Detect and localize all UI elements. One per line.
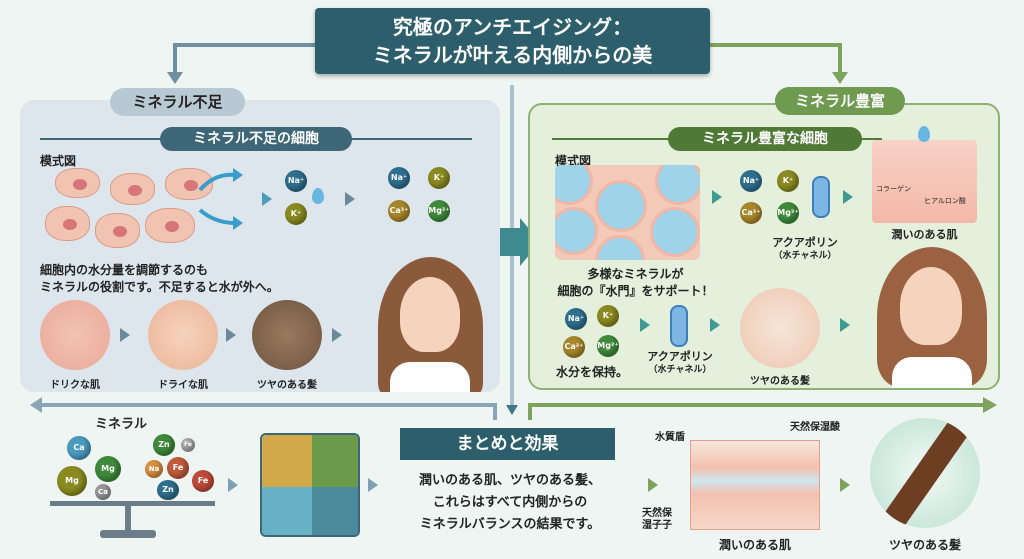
- ion-ca: Ca²⁺: [388, 200, 410, 222]
- rich-subtitle: ミネラル豊富な細胞: [668, 127, 862, 151]
- mineral-zn: Zn: [157, 480, 179, 500]
- aquaporin-icon: [670, 305, 688, 347]
- arrow-icon: [648, 478, 658, 492]
- mineral-label: ミネラル: [95, 417, 148, 432]
- skin-caption: 潤いのある肌: [891, 228, 958, 241]
- aquaporin-sublabel: （水チャネル）: [773, 251, 837, 261]
- ion-ca: Ca²⁺: [740, 202, 762, 224]
- aquaporin-sublabel: （水チャネル）: [648, 365, 712, 375]
- ion-na: Na⁺: [740, 170, 762, 192]
- page-title: 究極のアンチエイジング：ミネラルが叶える内側からの美: [315, 8, 710, 74]
- hair-caption: ツヤのある髪: [750, 376, 810, 387]
- deficiency-label: ミネラル不足: [110, 88, 245, 116]
- arrow-icon: [712, 190, 722, 204]
- summary-title: まとめと効果: [400, 428, 615, 460]
- hydrated-cells: [555, 165, 700, 260]
- aquaporin-label: アクアポリン: [772, 236, 838, 249]
- mineral-mg: Mg: [57, 466, 87, 496]
- arrow-icon: [710, 318, 720, 332]
- arrow-icon: [228, 478, 238, 492]
- water-outflow-arrows: [198, 168, 243, 230]
- arrow-icon: [843, 190, 853, 204]
- mineral-ca: Ca: [67, 436, 91, 460]
- collagen-label: コラーゲン: [876, 185, 911, 193]
- arrow-icon: [332, 328, 342, 342]
- glossy-hair-strands-image: [740, 288, 820, 368]
- ion-mg: Mg²⁺: [428, 200, 450, 222]
- happy-woman-illustration: [862, 245, 997, 388]
- skin-label: 天然保湿子子: [642, 508, 672, 531]
- worried-woman-illustration: [360, 252, 500, 392]
- hair-caption: ツヤのある髪: [888, 538, 961, 552]
- dull-hair-image: [252, 300, 322, 370]
- hyaluronic-label: ヒアルロン酸: [924, 197, 966, 205]
- mineral-fe: Fe: [167, 457, 189, 479]
- cracked-skin-image: [40, 300, 110, 370]
- ion-k: K⁺: [597, 305, 619, 327]
- ion-k: K⁺: [428, 167, 450, 189]
- step-label: ドリクな肌: [50, 380, 100, 391]
- deficiency-subtitle: ミネラル不足の細胞: [160, 127, 352, 151]
- ion-ca: Ca²⁺: [563, 336, 585, 358]
- puzzle-icon: [260, 433, 360, 537]
- diagram-label: 模式図: [40, 154, 77, 168]
- retain-text: 水分を保持。: [556, 365, 629, 379]
- arrow-icon: [120, 328, 130, 342]
- skin-label: 天然保湿酸: [790, 422, 840, 433]
- summary-text: 潤いのある肌、ツヤのある髪、これらはすべて内側からのミネラルバランスの結果です。: [418, 473, 601, 532]
- mineral-na: Na: [145, 460, 163, 478]
- mineral-zn: Zn: [153, 434, 175, 456]
- mineral-fe: Fe: [181, 438, 195, 452]
- moist-skin-diagram: コラーゲン ヒアルロン酸: [872, 126, 977, 223]
- arrow-icon: [262, 192, 272, 206]
- arrow-icon: [640, 318, 650, 332]
- mineral-ca: Ca: [95, 484, 111, 500]
- step-label: ツヤのある髪: [257, 380, 317, 391]
- ion-k: K⁺: [777, 170, 799, 192]
- arrow-icon: [345, 192, 355, 206]
- ion-mg: Mg²⁺: [777, 202, 799, 224]
- ion-na: Na⁺: [285, 170, 307, 192]
- ion-na: Na⁺: [388, 167, 410, 189]
- aquaporin-icon: [812, 176, 830, 218]
- dry-skin-image: [148, 300, 218, 370]
- ion-na: Na⁺: [565, 308, 587, 330]
- rich-label: ミネラル豊富: [775, 87, 905, 115]
- mineral-fe: Fe: [192, 470, 214, 492]
- skin-label: 水質盾: [655, 432, 685, 443]
- water-drop-icon: [918, 126, 930, 142]
- skin-layer-diagram: [690, 440, 820, 530]
- support-text: 多様なミネラルが細胞の『水門』をサポート！: [557, 267, 714, 298]
- mineral-mg: Mg: [95, 456, 121, 482]
- ion-k: K⁺: [285, 203, 307, 225]
- skin-caption: 潤いのある肌: [718, 538, 791, 552]
- ion-mg: Mg²⁺: [597, 335, 619, 357]
- step-label: ドライな肌: [158, 380, 208, 391]
- water-drop-icon: [312, 188, 324, 204]
- arrow-icon: [840, 478, 850, 492]
- arrow-icon: [840, 318, 850, 332]
- mineral-balance-scale: Ca Mg Mg Ca Zn Na Fe Fe Zn Fe: [45, 430, 220, 545]
- deficiency-explanation: 細胞内の水分量を調節するのもミネラルの役割です。不足すると水が外へ。: [40, 263, 279, 294]
- arrow-icon: [226, 328, 236, 342]
- aquaporin-label: アクアポリン: [647, 350, 713, 363]
- arrow-icon: [368, 478, 378, 492]
- glossy-hair-image: [870, 418, 980, 528]
